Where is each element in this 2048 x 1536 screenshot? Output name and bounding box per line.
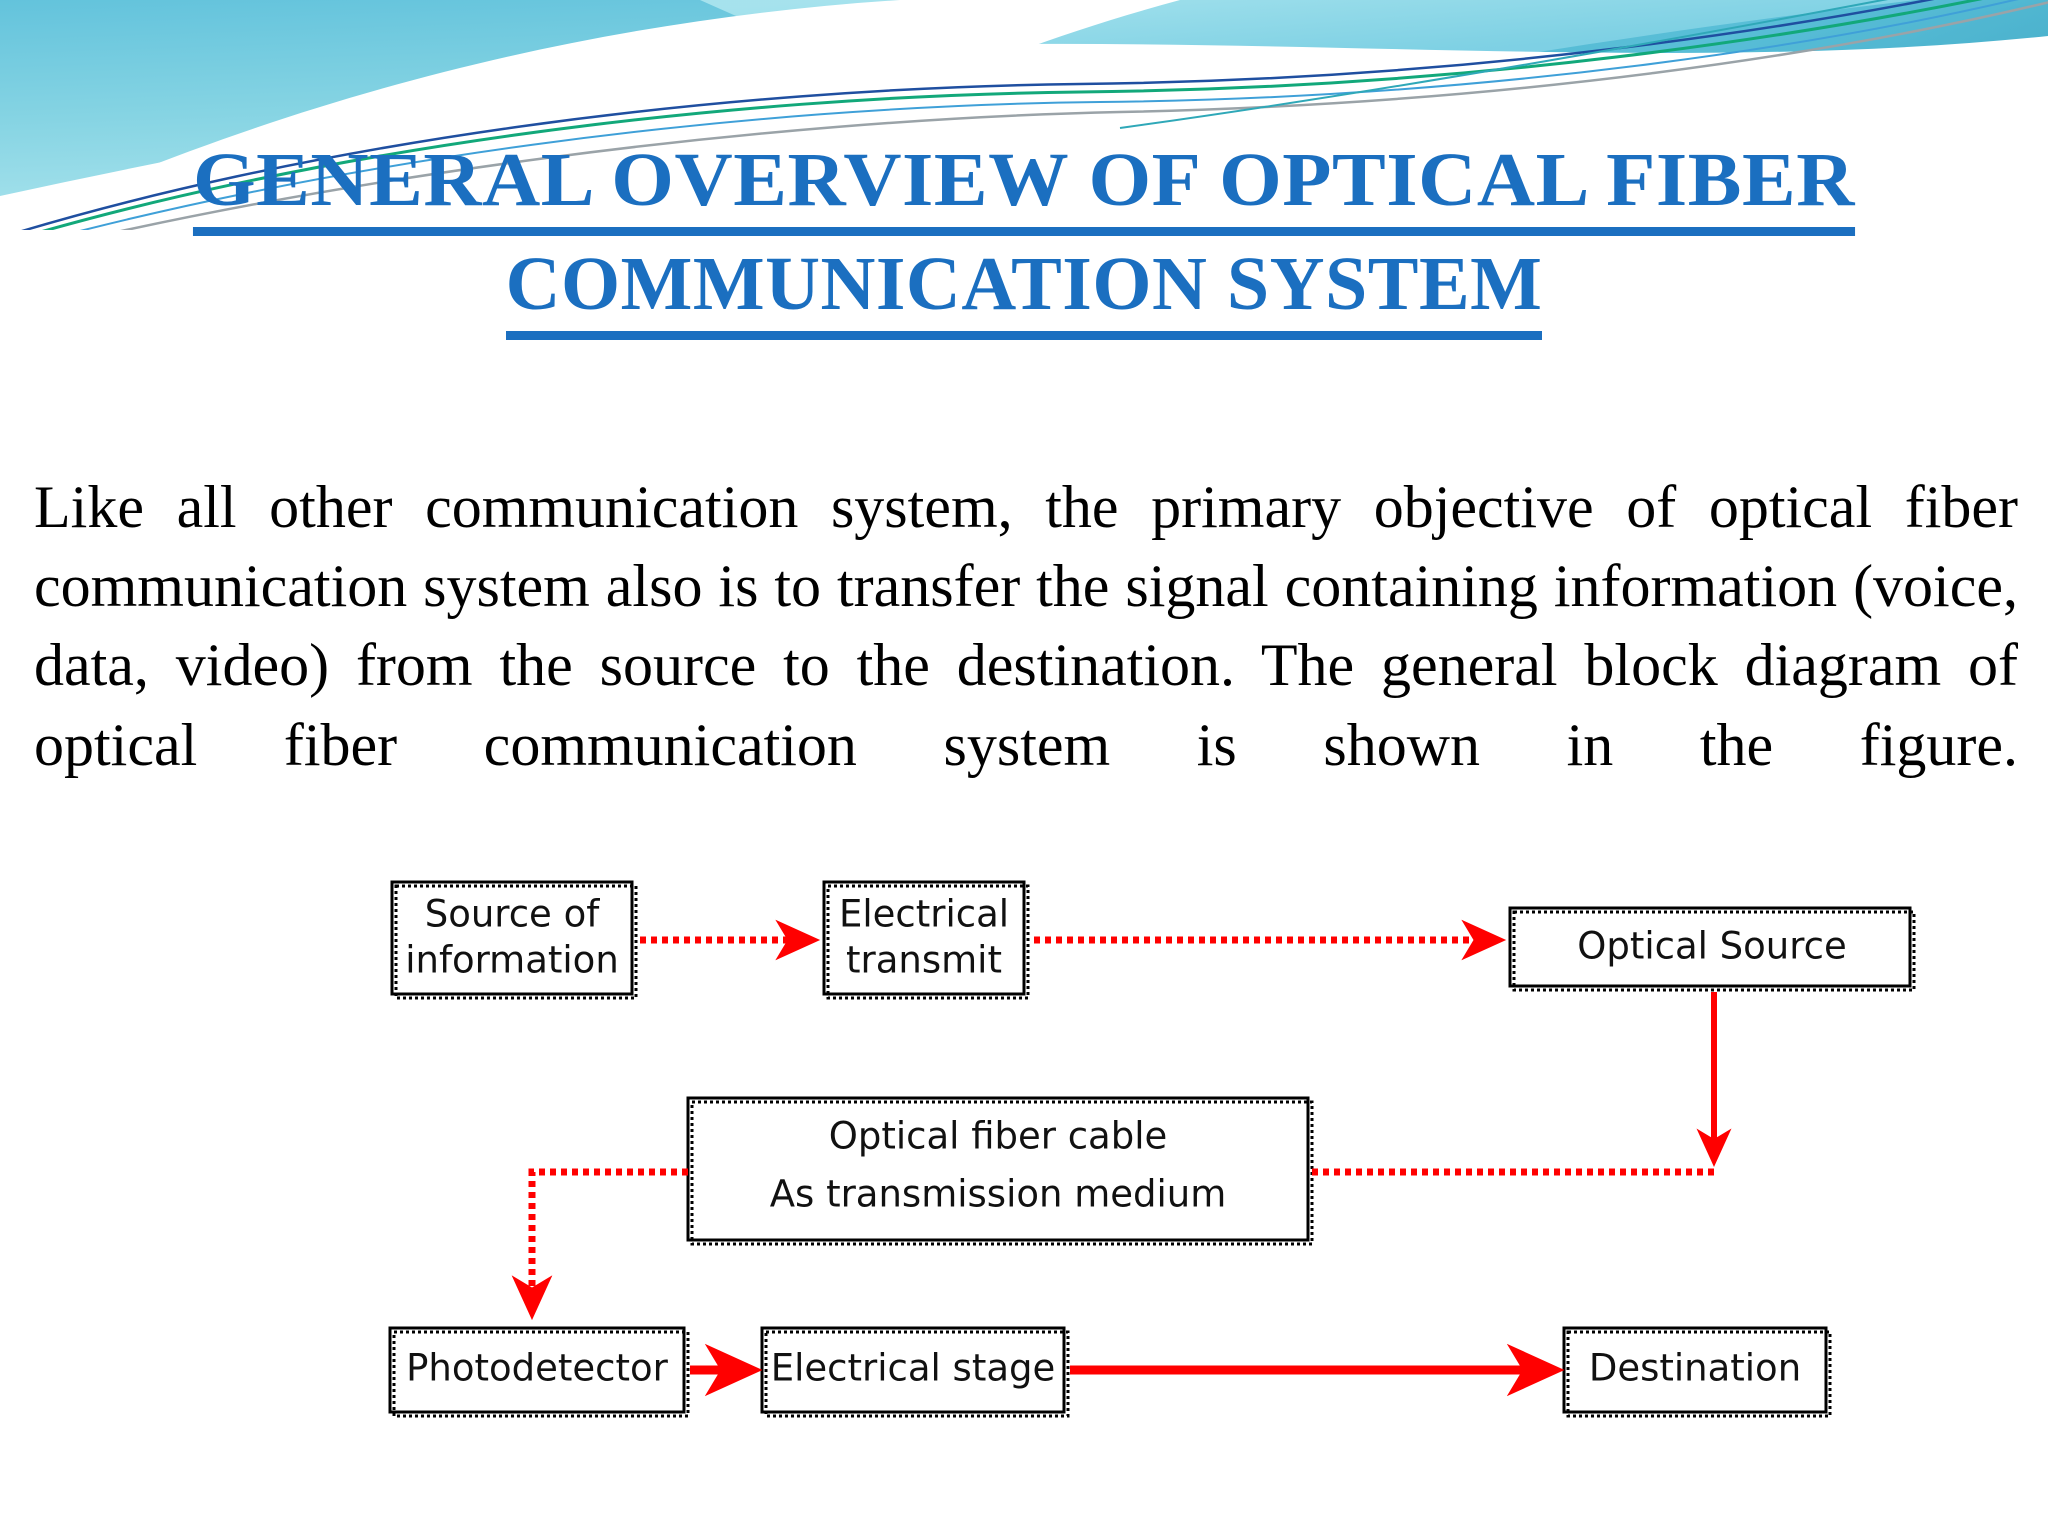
box-electrical-transmit[interactable]: Electrical transmit bbox=[822, 880, 1030, 1000]
block-diagram-svg: Source of information Electrical transmi… bbox=[388, 880, 1916, 1418]
box-label-electrical-stage: Electrical stage bbox=[771, 1347, 1056, 1390]
accent-curve-teal-thin bbox=[1119, 0, 1889, 129]
box-optical-source[interactable]: Optical Source bbox=[1508, 906, 1916, 992]
page-title: GENERAL OVERVIEW OF OPTICAL FIBER COMMUN… bbox=[0, 138, 2048, 341]
connector-fiber-cable-to-photodetector bbox=[511, 1168, 688, 1321]
box-label-electrical-transmit-line2: transmit bbox=[846, 939, 1002, 982]
box-label-destination: Destination bbox=[1589, 1347, 1801, 1390]
box-optical-fiber-cable[interactable]: Optical fiber cable As transmission medi… bbox=[686, 1096, 1314, 1246]
box-label-optical-fiber-cable-line2: As transmission medium bbox=[770, 1173, 1227, 1216]
page-title-line-1: GENERAL OVERVIEW OF OPTICAL FIBER bbox=[193, 138, 1855, 237]
box-label-source-of-information-line2: information bbox=[405, 939, 619, 982]
wave-teal-band bbox=[1150, 0, 2048, 156]
body-paragraph: Like all other communication system, the… bbox=[34, 474, 2018, 778]
box-photodetector[interactable]: Photodetector bbox=[388, 1326, 690, 1418]
page-title-line-2: COMMUNICATION SYSTEM bbox=[505, 242, 1543, 341]
box-label-electrical-transmit-line1: Electrical bbox=[839, 893, 1009, 936]
optical-fiber-block-diagram: Source of information Electrical transmi… bbox=[0, 860, 2048, 1480]
box-label-source-of-information-line1: Source of bbox=[425, 893, 600, 936]
box-label-optical-fiber-cable-line1: Optical fiber cable bbox=[829, 1115, 1168, 1158]
box-destination[interactable]: Destination bbox=[1562, 1326, 1832, 1418]
box-source-of-information[interactable]: Source of information bbox=[390, 880, 638, 1000]
wave-lobe-right bbox=[700, 0, 2048, 129]
box-label-photodetector: Photodetector bbox=[406, 1347, 669, 1390]
box-label-optical-source: Optical Source bbox=[1577, 925, 1847, 968]
box-electrical-stage[interactable]: Electrical stage bbox=[760, 1326, 1070, 1418]
